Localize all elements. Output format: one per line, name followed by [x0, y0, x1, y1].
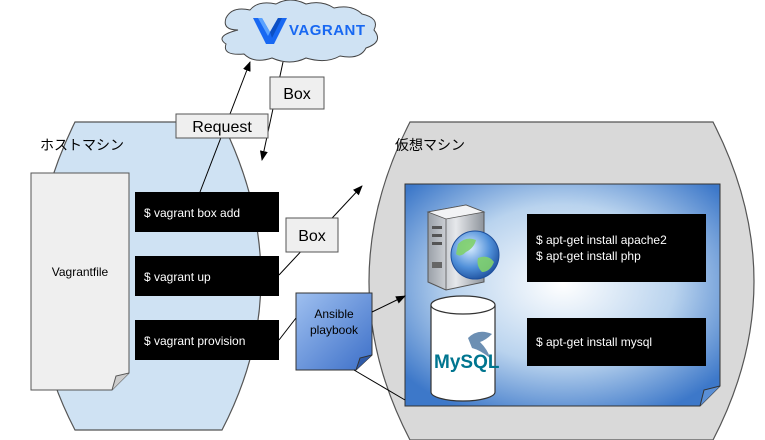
ansible-playbook-fold — [355, 354, 373, 371]
vagrantfile-doc-fold — [111, 372, 130, 391]
virtual-machine-title: 仮想マシン — [395, 137, 465, 153]
host-machine-title: ホストマシン — [40, 137, 124, 153]
vagrant-logo-icon — [253, 18, 287, 44]
vagrant-brand-text: VAGRANT — [289, 22, 366, 39]
cmd-up — [135, 256, 279, 296]
box-label-mid: Box — [298, 228, 326, 245]
cmd-box-add-text: $ vagrant box add — [144, 206, 240, 220]
request-label-box — [175, 113, 269, 139]
cmd-php-text: $ apt-get install php — [536, 249, 641, 263]
cmd-apache-text: $ apt-get install apache2 — [536, 233, 667, 247]
cmd-up-text: $ vagrant up — [144, 270, 211, 284]
cmd-apache-php — [527, 214, 706, 282]
vagrantfile-label: Vagrantfile — [52, 265, 109, 279]
vagrantfile-doc — [30, 172, 130, 391]
cmd-mysql — [527, 318, 706, 366]
cmd-provision-text: $ vagrant provision — [144, 334, 245, 348]
mysql-logo-text: MySQL — [434, 352, 500, 373]
box-label-mid-box — [285, 217, 339, 253]
ansible-label-line1: Ansible — [314, 307, 354, 321]
vagrant-cloud: VAGRANT — [221, 0, 379, 63]
box-label-top-box — [269, 76, 325, 110]
ansible-to-vm-lower — [353, 369, 406, 401]
cmd-provision — [135, 320, 279, 360]
box-label-top: Box — [283, 86, 311, 103]
vm-panel-fold — [699, 385, 721, 407]
provision-arrow — [278, 317, 297, 341]
ansible-label-line2: playbook — [310, 323, 359, 337]
request-label: Request — [192, 119, 252, 136]
cmd-mysql-text: $ apt-get install mysql — [536, 335, 652, 349]
cmd-box-add — [135, 192, 279, 232]
mysql-database-icon: MySQL — [430, 295, 500, 402]
ansible-to-vm-arrow — [371, 295, 406, 313]
web-server-icon — [426, 204, 500, 291]
